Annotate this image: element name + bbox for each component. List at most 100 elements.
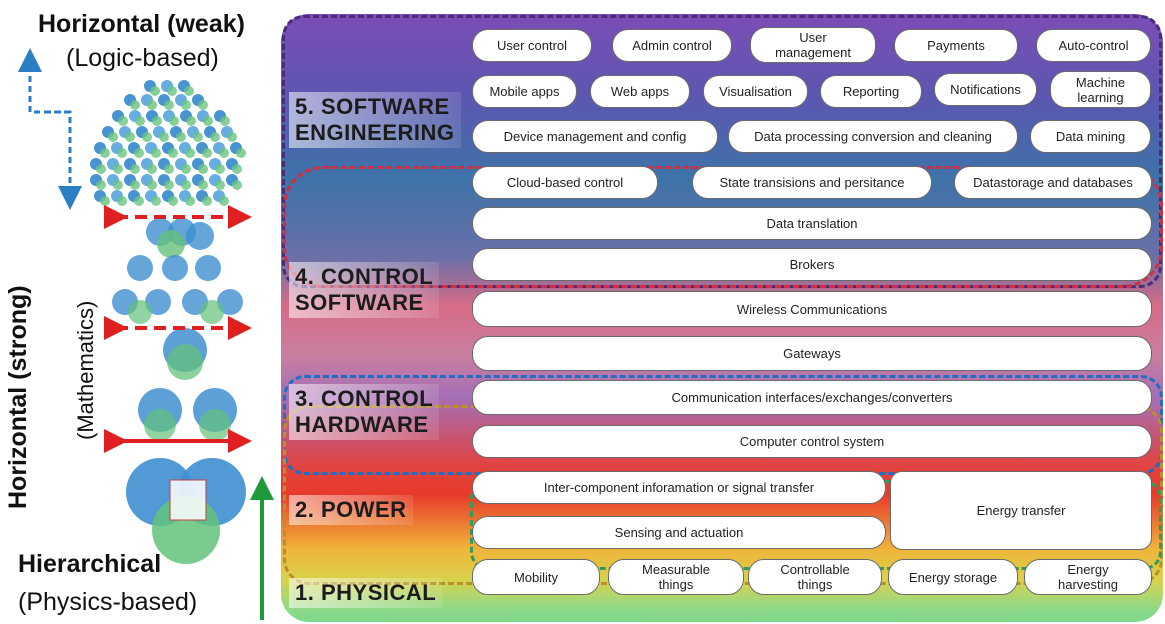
layer-venn-illustration	[18, 48, 274, 620]
pill-auto-control: Auto-control	[1036, 29, 1151, 62]
pill-mobile-apps: Mobile apps	[472, 75, 577, 108]
venn-tile-overlap	[130, 100, 140, 110]
venn-tile-overlap	[159, 132, 169, 142]
venn-tile-overlap	[202, 196, 212, 206]
venn-tile-overlap	[202, 148, 212, 158]
venn-tile-overlap	[100, 148, 110, 158]
venn-tile-overlap	[147, 164, 157, 174]
pill-energy-storage: Energy storage	[888, 559, 1018, 595]
venn-tile-overlap	[164, 180, 174, 190]
pill-controllable-things: Controllable things	[748, 559, 882, 595]
venn-tile-overlap	[215, 180, 225, 190]
venn-tile-overlap	[151, 196, 161, 206]
pill-energy-harvesting: Energy harvesting	[1024, 559, 1152, 595]
venn-tile-overlap	[134, 196, 144, 206]
pill-admin-control: Admin control	[612, 29, 732, 62]
venn-tile-overlap	[118, 116, 128, 126]
venn-tile-overlap	[198, 180, 208, 190]
venn-large	[126, 458, 246, 564]
venn-tile-overlap	[169, 116, 179, 126]
hierarchical-subtitle: (Physics-based)	[18, 588, 198, 616]
pill-computer-control-system: Computer control system	[472, 425, 1152, 458]
pill-energy-transfer: Energy transfer	[890, 471, 1152, 550]
pill-wireless-communications: Wireless Communications	[472, 291, 1152, 327]
pill-data-translation: Data translation	[472, 207, 1152, 240]
venn-tile-overlap	[198, 164, 208, 174]
pill-device-management: Device management and config	[472, 120, 718, 153]
pill-reporting: Reporting	[820, 75, 922, 108]
venn-tile-overlap	[164, 100, 174, 110]
pill-inter-component-transfer: Inter-component inforamation or signal t…	[472, 471, 886, 504]
pill-machine-learning: Machine learning	[1050, 71, 1151, 108]
venn-tile-overlap	[125, 132, 135, 142]
venn-tile-overlap	[198, 100, 208, 110]
venn-cluster-top	[90, 80, 246, 206]
venn-tile-overlap	[108, 132, 118, 142]
venn-tile-overlap	[96, 164, 106, 174]
pill-sensing-actuation: Sensing and actuation	[472, 516, 886, 549]
venn-tile-overlap	[219, 148, 229, 158]
venn-tile-overlap	[135, 116, 145, 126]
pill-mobility: Mobility	[472, 559, 600, 595]
venn-tile-overlap	[130, 164, 140, 174]
pill-data-mining: Data mining	[1030, 120, 1151, 153]
venn-tile-overlap	[100, 196, 110, 206]
venn-tile-overlap	[232, 164, 242, 174]
venn-tile-overlap	[142, 132, 152, 142]
venn-tile-overlap	[150, 86, 160, 96]
venn-tile-overlap	[113, 180, 123, 190]
venn-tile-overlap	[147, 100, 157, 110]
venn-tile-overlap	[152, 116, 162, 126]
pill-datastorage: Datastorage and databases	[954, 166, 1152, 199]
venn-tile-overlap	[181, 100, 191, 110]
venn-tile-overlap	[185, 196, 195, 206]
venn-tile-overlap	[220, 116, 230, 126]
pill-visualisation: Visualisation	[703, 75, 808, 108]
venn-tile-overlap	[186, 116, 196, 126]
pill-gateways: Gateways	[472, 336, 1152, 371]
pill-notifications: Notifications	[934, 73, 1037, 106]
pill-web-apps: Web apps	[590, 75, 690, 108]
venn-tile-overlap	[176, 132, 186, 142]
venn-tile-overlap	[185, 148, 195, 158]
venn-tile-overlap	[164, 164, 174, 174]
venn-tile-overlap	[134, 148, 144, 158]
pill-communication-interfaces: Communication interfaces/exchanges/conve…	[472, 380, 1152, 415]
venn-tile-overlap	[232, 180, 242, 190]
venn-tile-overlap	[181, 180, 191, 190]
venn-tile-overlap	[210, 132, 220, 142]
venn-tile-overlap	[168, 196, 178, 206]
blue-dashed-arrow-down	[45, 110, 82, 210]
blue-dashed-arrow-up	[18, 48, 70, 114]
pill-state-transitions: State transisions and persitance	[692, 166, 932, 199]
venn-tile-overlap	[151, 148, 161, 158]
pill-cloud-based-control: Cloud-based control	[472, 166, 658, 199]
venn-tile-overlap	[113, 164, 123, 174]
pill-measurable-things: Measurable things	[608, 559, 744, 595]
pill-user-management: User management	[750, 27, 876, 63]
horizontal-weak-subtitle: (Logic-based)	[66, 44, 219, 72]
venn-tile-overlap	[117, 148, 127, 158]
horizontal-weak-title: Horizontal (weak)	[38, 10, 245, 38]
pill-user-control: User control	[472, 29, 592, 62]
pill-payments: Payments	[894, 29, 1018, 62]
layer-label-physical: 1. PHYSICAL	[289, 578, 443, 608]
venn-tile-overlap	[181, 164, 191, 174]
venn-tile-overlap	[219, 196, 229, 206]
venn-tile-overlap	[184, 86, 194, 96]
venn-tile-overlap	[236, 148, 246, 158]
pill-data-processing: Data processing conversion and cleaning	[728, 120, 1018, 153]
layer-label-power: 2. POWER	[289, 495, 413, 525]
venn-tile-overlap	[203, 116, 213, 126]
venn-tile-overlap	[147, 180, 157, 190]
venn-tile-overlap	[130, 180, 140, 190]
venn-tile-overlap	[193, 132, 203, 142]
venn-tile-overlap	[117, 196, 127, 206]
venn-tile-overlap	[215, 164, 225, 174]
venn-tile-overlap	[168, 148, 178, 158]
venn-tile-overlap	[96, 180, 106, 190]
hierarchical-title: Hierarchical	[18, 550, 162, 578]
